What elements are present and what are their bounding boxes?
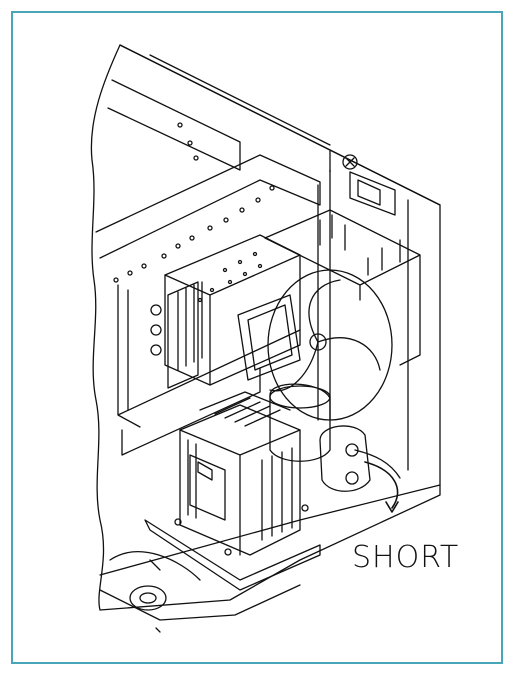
transformer (179, 391, 301, 556)
cavity-wall (95, 154, 321, 259)
base-screws (174, 504, 309, 556)
short-arrow (364, 461, 399, 509)
figure-frame (11, 11, 503, 664)
short-callout-label: SHORT (352, 540, 460, 575)
waveguide-port (237, 294, 301, 381)
perforation-holes (113, 122, 275, 283)
fan-tabs (319, 214, 401, 276)
hinge-bracket (349, 171, 396, 216)
side-panel (117, 284, 301, 428)
right-edge (317, 169, 441, 471)
inner-top-edge (107, 79, 241, 171)
base-plate (144, 519, 321, 591)
lower-panel (121, 367, 261, 456)
diode-block (319, 425, 401, 492)
cabinet-outline (90, 44, 441, 611)
bottom-tray (99, 484, 441, 621)
foot (129, 585, 167, 611)
magnetron (150, 234, 301, 389)
fan-bracket (264, 209, 421, 366)
top-wall (119, 44, 421, 196)
screw-top (342, 154, 358, 170)
